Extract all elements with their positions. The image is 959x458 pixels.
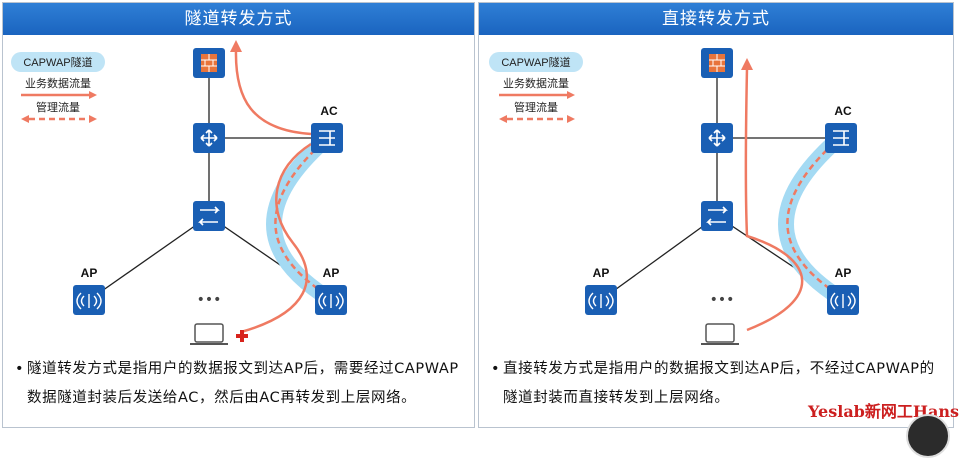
ap-icon (73, 285, 105, 315)
panel-title: 隧道转发方式 (3, 3, 474, 35)
presenter-avatar (906, 414, 950, 458)
laptop-icon (190, 323, 228, 345)
service-flow-legend-label: 业务数据流量 (25, 76, 91, 90)
ac-label: AC (834, 104, 852, 118)
ap-icon (315, 285, 347, 315)
mgmt-flow-legend-label: 管理流量 (36, 100, 80, 114)
ac-label: AC (320, 104, 338, 118)
ap-label: AP (835, 266, 852, 280)
mgmt-flow (274, 142, 329, 298)
service-flow-direct (744, 67, 804, 332)
tunnel-legend-label: CAPWAP隧道 (23, 55, 92, 69)
ap-label: AP (323, 266, 340, 280)
router-icon (701, 123, 733, 153)
direct-forwarding-panel: 直接转发方式 CAPWAP隧道 业务数据流量 管理流量 (478, 2, 954, 428)
tunnel-legend-swatch (489, 52, 583, 72)
description-text: 隧道转发方式是指用户的数据报文到达AP后，需要经过CAPWAP数据隧道封装后发送… (27, 361, 459, 406)
network-diagram: CAPWAP隧道 业务数据流量 管理流量 (489, 48, 859, 345)
ac-controller-icon (311, 123, 343, 153)
service-flow-to-upper (234, 49, 312, 136)
tunnel-legend-swatch (11, 52, 105, 72)
ap-label: AP (593, 266, 610, 280)
firewall-icon (701, 48, 733, 78)
firewall-icon (193, 48, 225, 78)
switch-icon (701, 201, 733, 231)
service-flow-in-tunnel (240, 142, 312, 334)
laptop-icon (701, 323, 739, 345)
more-devices-ellipsis: ••• (197, 292, 222, 308)
tunnel-forwarding-panel: 隧道转发方式 CAPWAP隧道 业务数据流量 管理流量 (2, 2, 475, 428)
mgmt-flow-legend-label: 管理流量 (514, 100, 558, 114)
bullet: • (15, 361, 25, 377)
panel-title: 直接转发方式 (479, 3, 953, 35)
legend: CAPWAP隧道 业务数据流量 管理流量 (489, 52, 583, 123)
tunnel-legend-label: CAPWAP隧道 (501, 55, 570, 69)
ap-icon (585, 285, 617, 315)
mgmt-flow (786, 142, 841, 298)
switch-icon (193, 201, 225, 231)
description-text: 直接转发方式是指用户的数据报文到达AP后，不经过CAPWAP的隧道封装而直接转发… (503, 361, 935, 406)
medical-cross-icon (236, 330, 248, 342)
ap-label: AP (81, 266, 98, 280)
more-devices-ellipsis: ••• (710, 292, 735, 308)
ac-controller-icon (825, 123, 857, 153)
bullet: • (491, 361, 501, 377)
router-icon (193, 123, 225, 153)
legend: CAPWAP隧道 业务数据流量 管理流量 (11, 52, 105, 123)
ap-icon (827, 285, 859, 315)
service-flow-legend-label: 业务数据流量 (503, 76, 569, 90)
network-diagram: CAPWAP隧道 业务数据流量 管理流量 (11, 40, 347, 345)
